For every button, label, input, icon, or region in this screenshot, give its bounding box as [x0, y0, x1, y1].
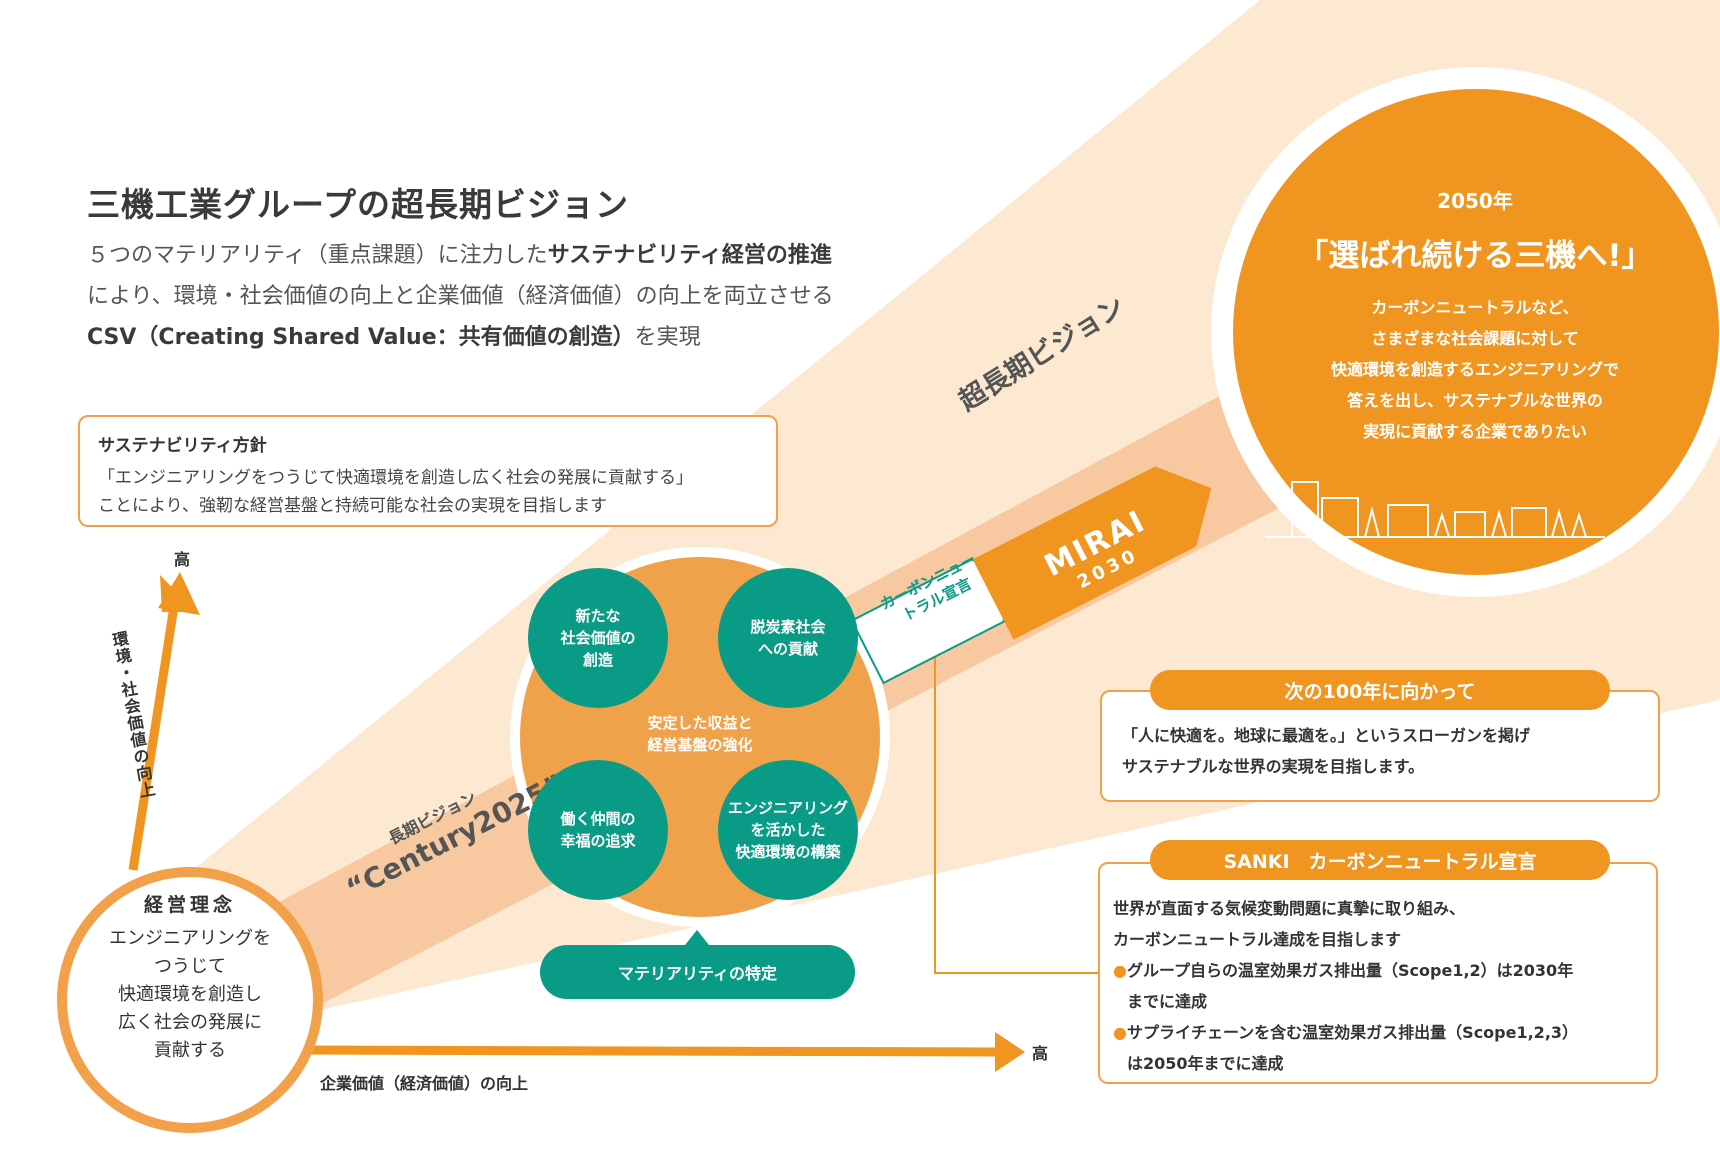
sanki-bullet-text: サプライチェーンを含む温室効果ガス排出量（Scope1,2,3）	[1126, 1023, 1579, 1042]
bullet-dot-icon: ●	[1113, 961, 1127, 980]
vision-line: カーボンニュートラルなど、	[1371, 298, 1579, 317]
materiality-item-line: 働く仲間の	[560, 810, 636, 828]
materiality-item-decarbonization: 脱炭素社会への貢献	[718, 568, 858, 708]
materiality-item-line: への貢献	[757, 640, 818, 658]
materiality-center-text: 安定した収益と 経営基盤の強化	[620, 712, 780, 756]
intro-text: ５つのマテリアリティ（重点課題）に注力したサステナビリティ経営の推進 により、環…	[87, 235, 987, 358]
sanki-carbon-neutral-text: 世界が直面する気候変動問題に真摯に取り組み、 カーボンニュートラル達成を目指しま…	[1113, 893, 1578, 1079]
philosophy-line: 貢献する	[154, 1040, 226, 1061]
materiality-item-line: 創造	[582, 651, 613, 669]
next-100-line: 「人に快適を。地球に最適を。」というスローガンを掲げ	[1122, 726, 1531, 745]
y-axis-line	[128, 599, 180, 871]
materiality-item-line: 新たな	[575, 607, 621, 625]
materiality-item-line: を活かした	[750, 821, 826, 839]
materiality-center-line: 経営基盤の強化	[647, 736, 753, 754]
x-axis-arrowhead	[995, 1032, 1025, 1072]
materiality-item-employee-wellbeing: 働く仲間の幸福の追求	[528, 760, 668, 900]
intro-line-1-bold: サステナビリティ経営の推進	[547, 243, 832, 268]
materiality-item-line: エンジニアリング	[727, 799, 848, 817]
philosophy-line: つうじて	[154, 956, 226, 977]
bullet-dot-icon: ●	[1113, 1023, 1127, 1042]
philosophy-circle	[57, 867, 323, 1133]
materiality-item-comfortable-environment: エンジニアリングを活かした快適環境の構築	[718, 760, 858, 900]
sanki-carbon-neutral-header: SANKI カーボンニュートラル宣言	[1150, 840, 1610, 880]
intro-line-3-bold: CSV（Creating Shared Value：共有価値の創造）	[87, 325, 635, 350]
vision-line: 快適環境を創造するエンジニアリングで	[1330, 360, 1619, 379]
x-axis-label: 企業価値（経済価値）の向上	[320, 1074, 529, 1093]
philosophy-line: エンジニアリングを	[109, 928, 271, 949]
philosophy-line: 広く社会の発展に	[118, 1012, 262, 1033]
mirai-arrow-shape	[972, 466, 1212, 640]
sanki-line: 世界が直面する気候変動問題に真摯に取り組み、	[1113, 899, 1466, 918]
sustainability-policy-box: サステナビリティ方針 「エンジニアリングをつうじて快適環境を創造し広く社会の発展…	[78, 415, 778, 527]
sanki-bullet-1-cont: までに達成	[1127, 992, 1208, 1011]
next-100-years-header: 次の100年に向かって	[1150, 670, 1610, 710]
intro-line-1: ５つのマテリアリティ（重点課題）に注力したサステナビリティ経営の推進	[87, 235, 987, 276]
intro-line-3-regular: を実現	[634, 325, 701, 350]
materiality-pointer	[685, 930, 709, 945]
sanki-line: カーボンニュートラル達成を目指します	[1113, 930, 1402, 949]
materiality-item-line: 社会価値の	[560, 629, 636, 647]
materiality-item-new-social-value: 新たな社会価値の創造	[528, 568, 668, 708]
y-axis-arrowhead-tip	[158, 572, 200, 615]
connector-line	[934, 640, 1100, 974]
policy-line-2: ことにより、強靭な経営基盤と持続可能な社会の実現を目指します	[98, 496, 607, 516]
sanki-carbon-neutral-box	[1098, 862, 1658, 1084]
vision-description: カーボンニュートラルなど、 さまざまな社会課題に対して 快適環境を創造するエンジ…	[1250, 292, 1700, 447]
sanki-bullet-1: ●グループ自らの温室効果ガス排出量（Scope1,2）は2030年	[1113, 955, 1578, 986]
philosophy-text: エンジニアリングを つうじて 快適環境を創造し 広く社会の発展に 貢献する	[70, 925, 310, 1065]
materiality-center-line: 安定した収益と	[647, 714, 753, 732]
vision-circle	[1233, 89, 1719, 575]
next-100-line: サステナブルな世界の実現を目指します。	[1122, 757, 1425, 776]
sanki-bullet-text: グループ自らの温室効果ガス排出量（Scope1,2）は2030年	[1126, 961, 1574, 980]
vision-headline: 「選ばれ続ける三機へ!」	[1297, 238, 1653, 274]
x-axis-high-label: 高	[1032, 1044, 1049, 1063]
y-axis-high-label: 高	[174, 550, 191, 569]
philosophy-title: 経営理念	[143, 894, 236, 916]
next-100-years-text: 「人に快適を。地球に最適を。」というスローガンを掲げ サステナブルな世界の実現を…	[1122, 720, 1530, 782]
sanki-bullet-2-cont: は2050年までに達成	[1127, 1054, 1284, 1073]
materiality-item-line: 幸福の追求	[560, 832, 636, 850]
x-axis-line	[299, 1045, 1001, 1057]
vision-line: さまざまな社会課題に対して	[1371, 329, 1579, 348]
page-title: 三機工業グループの超長期ビジョン	[87, 185, 630, 224]
materiality-identification-pill: マテリアリティの特定	[540, 945, 855, 999]
policy-title: サステナビリティ方針	[98, 436, 267, 456]
intro-line-1-regular: ５つのマテリアリティ（重点課題）に注力した	[87, 243, 548, 268]
policy-line-1: 「エンジニアリングをつうじて快適環境を創造し広く社会の発展に貢献する」	[98, 468, 693, 488]
materiality-item-line: 快適環境の構築	[735, 843, 841, 861]
sanki-bullet-2: ●サプライチェーンを含む温室効果ガス排出量（Scope1,2,3）	[1113, 1017, 1578, 1048]
philosophy-line: 快適環境を創造し	[118, 984, 262, 1005]
intro-line-3: CSV（Creating Shared Value：共有価値の創造）を実現	[87, 317, 987, 358]
vision-line: 答えを出し、サステナブルな世界の	[1347, 391, 1603, 410]
vision-line: 実現に貢献する企業でありたい	[1363, 422, 1587, 441]
vision-year: 2050年	[1437, 189, 1513, 213]
city-skyline-icon	[1265, 481, 1605, 538]
materiality-item-line: 脱炭素社会	[750, 618, 826, 636]
intro-line-2: により、環境・社会価値の向上と企業価値（経済価値）の向上を両立させる	[87, 284, 834, 309]
